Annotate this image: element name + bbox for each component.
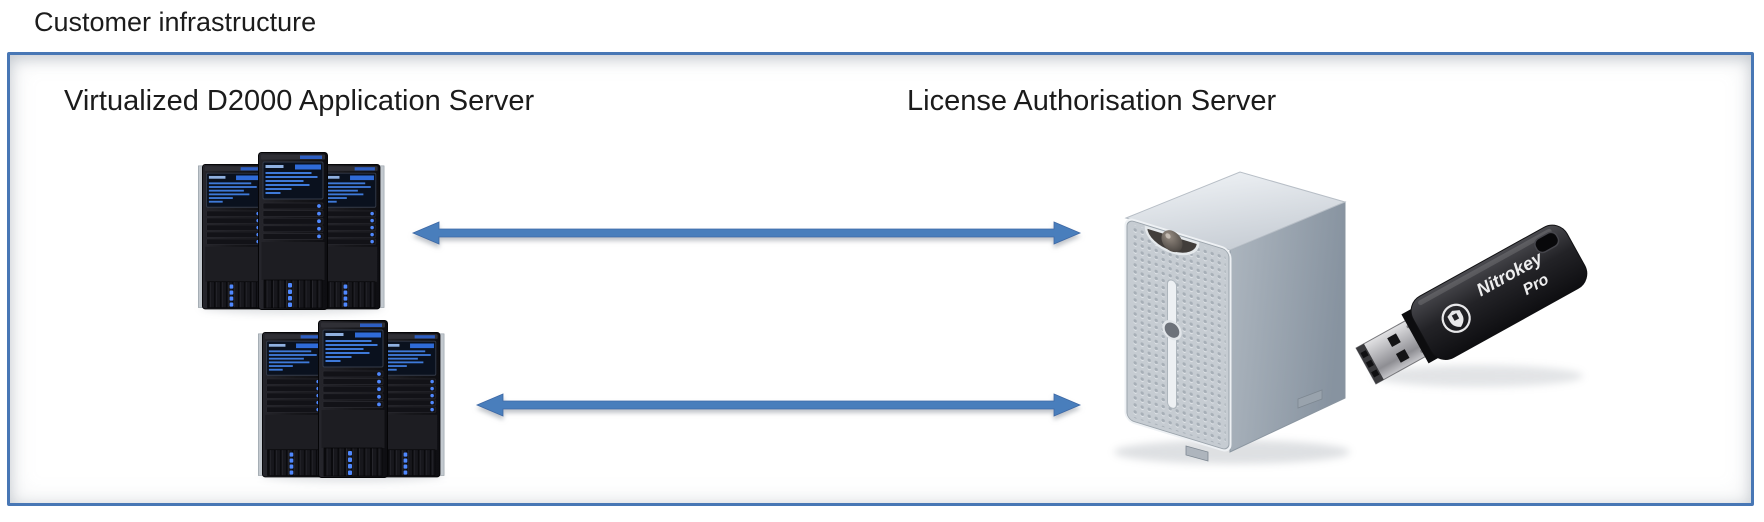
connection-arrow-bottom-icon bbox=[475, 393, 1082, 417]
nitrokey-shield-icon bbox=[1441, 303, 1471, 333]
tower-front-button bbox=[1162, 320, 1182, 341]
frame-title: Customer infrastructure bbox=[34, 7, 317, 37]
tower-foot-side bbox=[1297, 389, 1323, 409]
app-server-label: Virtualized D2000 Application Server bbox=[64, 85, 535, 117]
license-server-tower-icon bbox=[1114, 171, 1350, 464]
dongle-lanyard-hole bbox=[1534, 231, 1560, 254]
nitrokey-usb-dongle-icon: Nitrokey Pro bbox=[1355, 224, 1588, 387]
tower-front-slot bbox=[1167, 279, 1177, 409]
connection-arrow-top-icon bbox=[411, 221, 1082, 245]
tower-foot-front bbox=[1185, 445, 1209, 462]
app-server-cluster-top-icon bbox=[198, 153, 384, 315]
license-server-label: License Authorisation Server bbox=[907, 85, 1277, 117]
app-server-cluster-bottom-icon bbox=[258, 321, 444, 483]
dongle-body bbox=[1410, 224, 1588, 360]
